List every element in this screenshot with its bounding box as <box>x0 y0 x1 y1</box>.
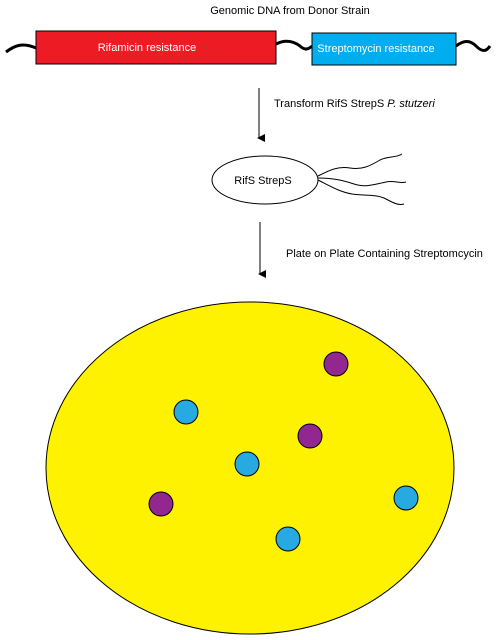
rifamicin-gene-box <box>35 30 277 65</box>
streptomycin-gene-box <box>311 32 457 66</box>
purple-colony <box>297 423 323 449</box>
dna-right-strand <box>455 40 492 52</box>
flagellum-2 <box>317 177 407 187</box>
blue-colony <box>393 485 419 511</box>
dna-left-strand <box>5 43 37 54</box>
flagellum-1 <box>317 153 403 177</box>
blue-colony <box>234 451 260 477</box>
plating-step-label: Plate on Plate Containing Streptomcycin <box>286 248 483 260</box>
purple-colony <box>148 491 174 517</box>
dna-middle-strand <box>275 39 314 51</box>
colonies-group <box>148 351 419 552</box>
dna-title: Genomic DNA from Donor Strain <box>210 5 370 17</box>
blue-colony <box>275 526 301 552</box>
streptomycin-gene-label: Streptomycin resistance <box>317 43 434 55</box>
blue-colony <box>173 399 199 425</box>
cell-genotype-label: RifS StrepS <box>234 175 291 187</box>
transform-step-label: Transform RifS StrepS P. stutzeri <box>274 98 435 110</box>
rifamicin-gene-label: Rifamicin resistance <box>98 42 196 54</box>
flagellum-3 <box>317 179 405 205</box>
purple-colony <box>323 351 349 377</box>
